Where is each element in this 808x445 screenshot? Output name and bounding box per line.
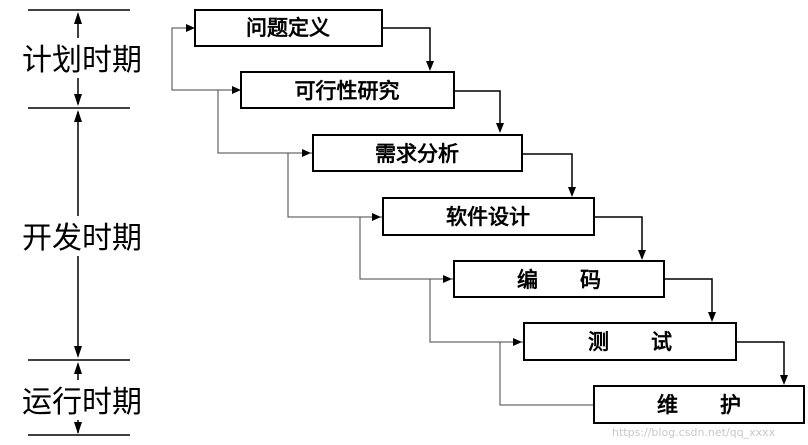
stage-label-feasibility-study: 可行性研究	[295, 79, 400, 103]
stage-box-problem-definition	[194, 9, 383, 47]
stage-label-software-design: 软件设计	[446, 205, 530, 229]
stage-label-testing: 测 试	[588, 330, 672, 354]
stage-label-maintenance: 维 护	[657, 393, 741, 417]
stage-label-problem-definition: 问题定义	[246, 16, 330, 40]
phase-label-run: 运行时期	[22, 385, 142, 420]
stage-box-maintenance	[593, 385, 805, 424]
phase-label-dev: 开发时期	[22, 221, 142, 256]
phase-label-plan: 计划时期	[22, 43, 142, 78]
forward-arrows	[382, 27, 788, 385]
stage-label-requirements-analysis: 需求分析	[375, 142, 459, 166]
feedback-lines	[171, 24, 594, 406]
stage-box-testing	[523, 322, 737, 361]
stage-box-coding	[453, 260, 665, 298]
stage-label-coding: 编 码	[517, 268, 601, 292]
stage-box-requirements-analysis	[312, 134, 523, 172]
stages: 问题定义 可行性研究 需求分析 软件设计 编 码 测 试 维 护	[194, 9, 805, 424]
timeline: 计划时期 开发时期 运行时期	[18, 9, 158, 436]
watermark: https://blog.csdn.net/qq_xxxx	[612, 426, 776, 439]
stage-box-feasibility-study	[240, 71, 455, 109]
stage-box-software-design	[382, 197, 595, 236]
